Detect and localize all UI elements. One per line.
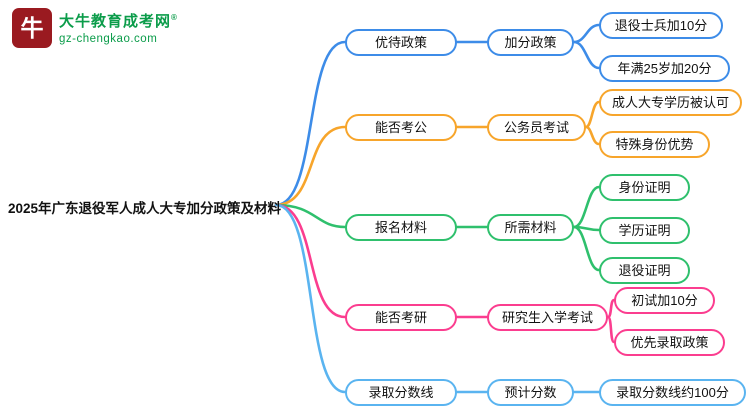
connector-leaf-b2-0: [572, 185, 601, 229]
node-admission-score-line[interactable]: 录取分数线: [345, 379, 457, 406]
connector-root-branch4: [274, 203, 347, 394]
registered-mark: ®: [171, 13, 178, 22]
node-registration-materials[interactable]: 报名材料: [345, 214, 457, 241]
connector-leaf-b1-1: [584, 125, 601, 146]
leaf-education-proof[interactable]: 学历证明: [599, 217, 690, 244]
connector-leaf-b3-1: [606, 315, 616, 344]
node-civil-service-eligibility[interactable]: 能否考公: [345, 114, 457, 141]
leaf-identity-proof[interactable]: 身份证明: [599, 174, 690, 201]
connector-leaf-b0-0: [572, 23, 601, 44]
leaf-initial-exam-plus10[interactable]: 初试加10分: [614, 287, 715, 314]
node-required-materials[interactable]: 所需材料: [487, 214, 574, 241]
root-node[interactable]: 2025年广东退役军人成人大专加分政策及材料: [8, 201, 282, 216]
leaf-discharge-proof[interactable]: 退役证明: [599, 257, 690, 284]
node-bonus-points-policy[interactable]: 加分政策: [487, 29, 574, 56]
node-postgrad-entrance-exam[interactable]: 研究生入学考试: [487, 304, 608, 331]
node-estimated-score[interactable]: 预计分数: [487, 379, 574, 406]
brand-domain: gz-chengkao.com: [59, 33, 158, 45]
site-logo[interactable]: 牛 大牛教育成考网® gz-chengkao.com: [12, 8, 178, 48]
bull-seal-glyph: 牛: [20, 14, 44, 41]
connector-root-branch0: [274, 40, 347, 207]
connector-leaf-b1-0: [584, 100, 601, 129]
connector-leaf-b2-1: [572, 225, 601, 232]
leaf-priority-admission-policy[interactable]: 优先录取政策: [614, 329, 725, 356]
brand-name: 大牛教育成考网®: [59, 13, 178, 30]
leaf-veteran-soldier-plus10[interactable]: 退役士兵加10分: [599, 12, 723, 39]
leaf-adult-college-degree-recognized[interactable]: 成人大专学历被认可: [599, 89, 742, 116]
leaf-special-identity-advantage[interactable]: 特殊身份优势: [599, 131, 710, 158]
bull-seal-icon: 牛: [12, 8, 52, 48]
connector-root-branch3: [274, 203, 347, 319]
node-preferential-policy[interactable]: 优待政策: [345, 29, 457, 56]
leaf-age25-plus20[interactable]: 年满25岁加20分: [599, 55, 730, 82]
node-postgrad-eligibility[interactable]: 能否考研: [345, 304, 457, 331]
logo-text: 大牛教育成考网® gz-chengkao.com: [59, 8, 178, 47]
node-civil-service-exam[interactable]: 公务员考试: [487, 114, 586, 141]
connector-leaf-b2-2: [572, 225, 601, 272]
connector-root-branch1: [274, 125, 347, 207]
connector-leaf-b3-0: [606, 298, 616, 319]
connector-leaf-b0-1: [572, 40, 601, 70]
leaf-score-line-about-100[interactable]: 录取分数线约100分: [599, 379, 746, 406]
connector-root-branch2: [274, 203, 347, 229]
